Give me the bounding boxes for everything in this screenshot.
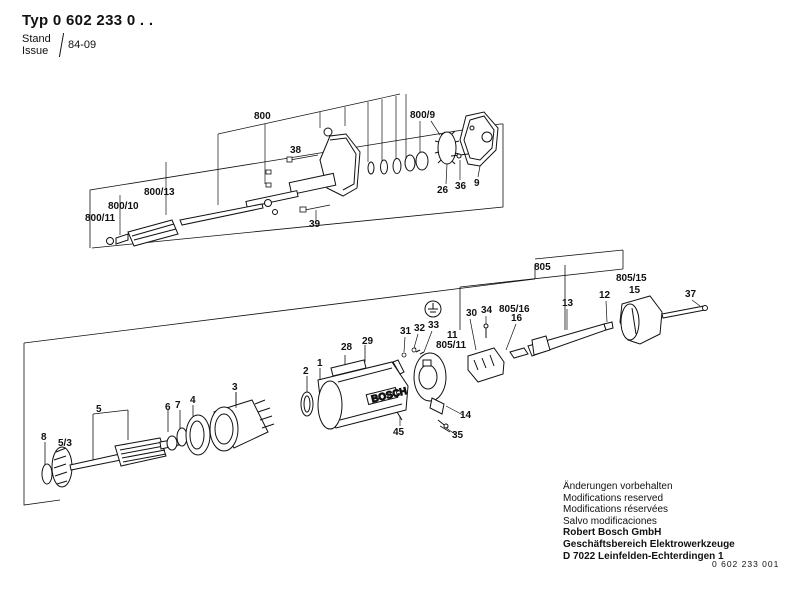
callout-5-3: 5/3 bbox=[58, 438, 72, 449]
callout-800-10: 800/10 bbox=[108, 201, 139, 212]
small-fasteners-upper bbox=[265, 154, 331, 213]
company-name: Robert Bosch GmbH bbox=[563, 527, 662, 539]
note-line-de: Änderungen vorbehalten bbox=[563, 481, 673, 492]
callout-805-16: 805/16 bbox=[499, 304, 530, 315]
document-number: 0 602 233 001 bbox=[712, 559, 780, 569]
gear-stack bbox=[367, 130, 460, 175]
callout-34: 34 bbox=[481, 305, 493, 316]
callout-26: 26 bbox=[437, 185, 449, 196]
callout-31: 31 bbox=[400, 326, 412, 337]
lower-assembly-outline bbox=[23, 249, 624, 506]
field-stator bbox=[209, 399, 275, 452]
callout-12: 12 bbox=[599, 290, 611, 301]
callout-28: 28 bbox=[341, 342, 353, 353]
callout-800: 800 bbox=[254, 111, 271, 122]
callout-3: 3 bbox=[232, 382, 238, 393]
callout-13: 13 bbox=[562, 298, 574, 309]
callout-7: 7 bbox=[175, 400, 181, 411]
callout-805: 805 bbox=[534, 262, 551, 273]
callout-35: 35 bbox=[452, 430, 464, 441]
callout-16: 16 bbox=[511, 313, 523, 324]
seal-ring bbox=[300, 391, 314, 417]
screws-lower bbox=[401, 347, 451, 433]
callout-15: 15 bbox=[629, 285, 641, 296]
callout-32: 32 bbox=[414, 323, 426, 334]
callout-14: 14 bbox=[460, 410, 472, 421]
issue-date: 84-09 bbox=[68, 39, 97, 51]
handle-cap bbox=[619, 295, 708, 345]
note-line-es: Salvo modificaciones bbox=[563, 515, 657, 527]
callout-8: 8 bbox=[41, 432, 47, 443]
motor-housing: BOSCH bbox=[317, 359, 409, 430]
callout-11: 11 bbox=[447, 330, 458, 341]
leader-lines-800 bbox=[119, 93, 441, 235]
callout-4: 4 bbox=[190, 395, 196, 406]
callout-36: 36 bbox=[455, 181, 467, 192]
callout-39: 39 bbox=[309, 219, 321, 230]
stand-label: Stand bbox=[22, 33, 51, 45]
callout-800-13: 800/13 bbox=[144, 187, 175, 198]
motor-fan bbox=[41, 446, 73, 488]
note-line-fr: Modifications réservées bbox=[563, 504, 669, 516]
note-line-en: Modifications reserved bbox=[563, 492, 664, 504]
callout-30: 30 bbox=[466, 308, 478, 319]
label-leaders bbox=[235, 160, 701, 435]
ground-symbol bbox=[424, 300, 442, 318]
callout-800-11: 800/11 bbox=[85, 213, 115, 224]
callout-2: 2 bbox=[303, 366, 309, 377]
gear-housing bbox=[245, 127, 361, 215]
callout-6: 6 bbox=[165, 402, 171, 413]
upper-assembly-outline bbox=[89, 123, 504, 249]
notes-block: Änderungen vorbehalten Modifications res… bbox=[563, 481, 735, 562]
type-number: Typ 0 602 233 0 . . bbox=[22, 12, 154, 29]
armature bbox=[69, 427, 188, 471]
callout-9: 9 bbox=[474, 178, 480, 189]
callout-37: 37 bbox=[685, 289, 697, 300]
company-division: Geschäftsbereich Elektrowerkzeuge bbox=[563, 538, 735, 550]
guide-ring bbox=[185, 414, 211, 456]
callout-5: 5 bbox=[96, 404, 102, 415]
drive-shaft bbox=[106, 203, 264, 247]
brush-holder bbox=[396, 352, 449, 429]
callout-1: 1 bbox=[317, 358, 323, 369]
callout-38: 38 bbox=[290, 145, 302, 156]
callout-45: 45 bbox=[393, 427, 405, 438]
company-address: D 7022 Leinfelden-Echterdingen 1 bbox=[563, 550, 724, 562]
callout-805-11: 805/11 bbox=[436, 340, 466, 351]
cable bbox=[509, 321, 614, 359]
callout-33: 33 bbox=[428, 320, 440, 331]
issue-label: Issue bbox=[22, 45, 49, 57]
gear-cover bbox=[450, 111, 499, 167]
callout-800-9: 800/9 bbox=[410, 110, 435, 121]
callout-labels: 800 800/9 38 26 36 9 800/10 800/13 800/1… bbox=[41, 110, 697, 449]
callout-805-15: 805/15 bbox=[616, 273, 647, 284]
callout-29: 29 bbox=[362, 336, 374, 347]
